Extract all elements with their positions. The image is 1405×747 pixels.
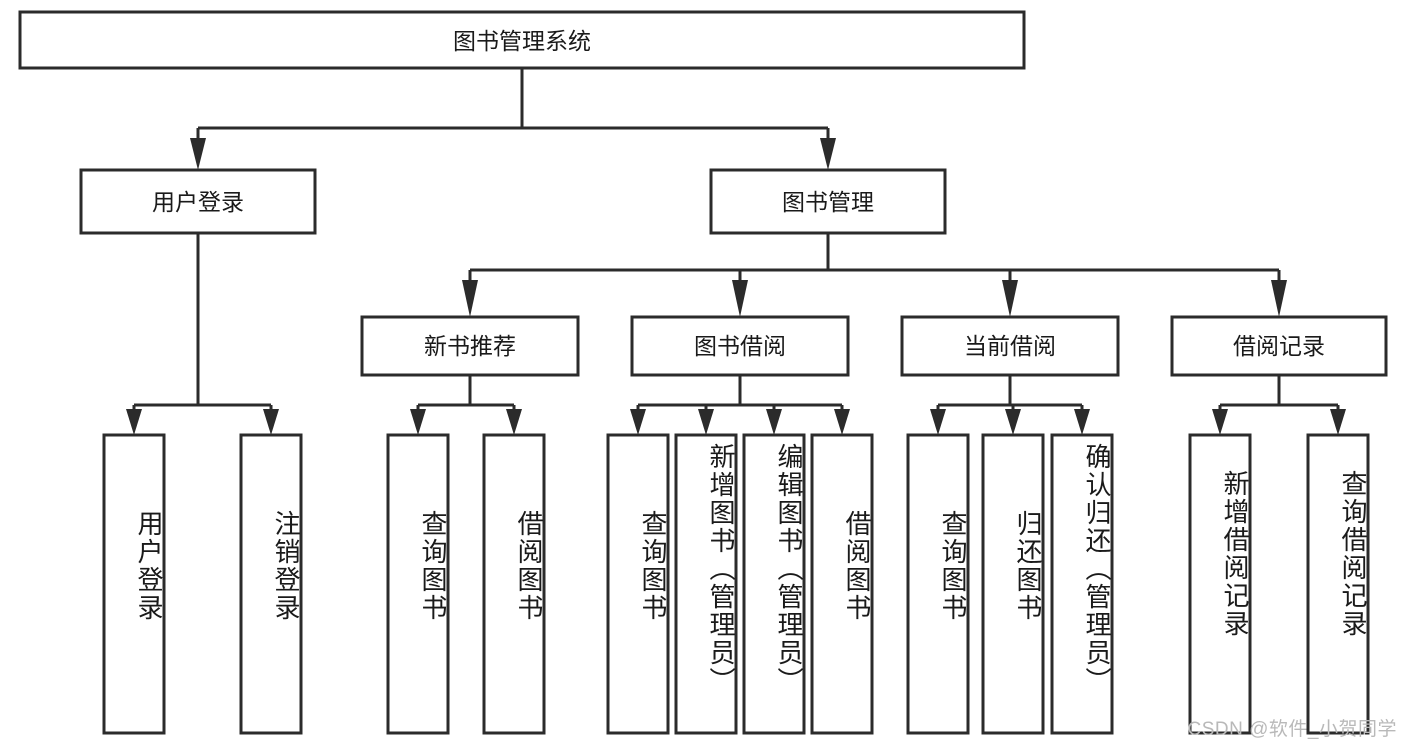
node-current-borrow-label: 当前借阅: [964, 333, 1056, 359]
leaf-box-query-record[interactable]: [1306, 433, 1370, 735]
connector-root-to-level2: [190, 68, 836, 170]
csdn-watermark: CSDN @软件_小贺同学: [1187, 719, 1397, 740]
leaf-box-user-login[interactable]: [102, 433, 166, 735]
arrow-head-leaf-user-login: [126, 409, 142, 435]
connector-book-borrow-to-leaves: [630, 375, 850, 435]
node-borrow-records-box: [1170, 315, 1388, 377]
arrow-head-leaf-query-record: [1330, 409, 1346, 435]
node-book-management[interactable]: 图书管理: [709, 168, 947, 235]
connector-borrow-records-to-leaves: [1212, 375, 1346, 435]
node-borrow-records-label: 借阅记录: [1233, 333, 1325, 359]
arrow-head-leaf-return-book: [1005, 409, 1021, 435]
arrow-head-borrow-records: [1271, 280, 1287, 317]
connector-current-borrow-to-leaves: [930, 375, 1090, 435]
node-book-borrow-label: 图书借阅: [694, 333, 786, 359]
arrow-head-book-management: [820, 138, 836, 170]
leaf-box-query-book-2[interactable]: [606, 433, 670, 735]
node-current-borrow[interactable]: 当前借阅: [900, 315, 1120, 377]
node-root[interactable]: 图书管理系统: [18, 10, 1026, 70]
node-book-borrow-box: [630, 315, 850, 377]
arrow-head-leaf-borrow-book-1: [506, 409, 522, 435]
leaf-box-query-book-1[interactable]: [386, 433, 450, 735]
arrow-head-book-borrow: [732, 280, 748, 317]
leaf-box-borrow-book-1[interactable]: [482, 433, 546, 735]
node-current-borrow-box: [900, 315, 1120, 377]
leaf-box-edit-book[interactable]: [742, 433, 806, 735]
arrow-head-leaf-query-book-2: [630, 409, 646, 435]
connector-book-management-to-level3: [462, 233, 1287, 317]
node-new-book-recommend[interactable]: 新书推荐: [360, 315, 580, 377]
arrow-head-leaf-add-record: [1212, 409, 1228, 435]
node-user-login-label: 用户登录: [152, 189, 244, 215]
node-book-borrow[interactable]: 图书借阅: [630, 315, 850, 377]
node-root-label: 图书管理系统: [453, 28, 591, 54]
arrow-head-new-book-recommend: [462, 280, 478, 317]
leaf-box-borrow-book-2[interactable]: [810, 433, 874, 735]
arrow-head-user-login: [190, 138, 206, 170]
arrow-head-leaf-query-book-3: [930, 409, 946, 435]
node-borrow-records[interactable]: 借阅记录: [1170, 315, 1388, 377]
leaf-box-add-book[interactable]: [674, 433, 738, 735]
arrow-head-leaf-user-logout: [263, 409, 279, 435]
node-book-management-box: [709, 168, 947, 235]
node-new-book-recommend-box: [360, 315, 580, 377]
arrow-head-leaf-query-book-1: [410, 409, 426, 435]
connector-new-book-recommend-to-leaves: [410, 375, 522, 435]
arrow-head-leaf-edit-book: [766, 409, 782, 435]
connector-user-login-to-leaves: [126, 233, 279, 435]
leaf-box-user-logout[interactable]: [239, 433, 303, 735]
arrow-head-leaf-borrow-book-2: [834, 409, 850, 435]
leaf-box-add-record[interactable]: [1188, 433, 1252, 735]
arrow-head-leaf-confirm-return: [1074, 409, 1090, 435]
leaf-box-confirm-return[interactable]: [1050, 433, 1114, 735]
node-root-box: [18, 10, 1026, 70]
node-book-management-label: 图书管理: [782, 189, 874, 215]
leaf-box-query-book-3[interactable]: [906, 433, 970, 735]
arrow-head-current-borrow: [1002, 280, 1018, 317]
arrow-head-leaf-add-book: [698, 409, 714, 435]
node-user-login[interactable]: 用户登录: [79, 168, 317, 235]
leaf-box-return-book[interactable]: [981, 433, 1045, 735]
node-new-book-recommend-label: 新书推荐: [424, 333, 516, 359]
